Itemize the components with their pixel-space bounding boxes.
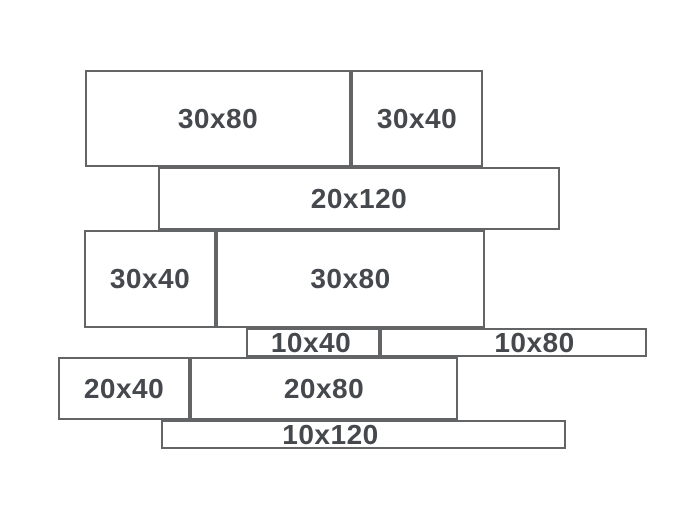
tile-10x40-5: 10x40 <box>246 328 380 357</box>
tile-label: 30x80 <box>310 263 391 294</box>
tile-30x40-1: 30x40 <box>351 70 483 167</box>
tile-10x80-6: 10x80 <box>380 328 647 357</box>
tile-20x80-8: 20x80 <box>190 357 458 420</box>
tile-label: 30x40 <box>376 102 458 134</box>
tile-label: 10x80 <box>494 326 575 358</box>
tile-label: 20x120 <box>310 182 408 214</box>
tile-30x40-3: 30x40 <box>84 230 216 328</box>
tile-30x80-4: 30x80 <box>216 230 485 328</box>
tile-10x120-9: 10x120 <box>161 420 566 449</box>
tile-label: 30x80 <box>177 102 259 134</box>
tile-30x80-0: 30x80 <box>85 70 351 167</box>
tile-20x40-7: 20x40 <box>58 357 190 420</box>
tile-label: 10x120 <box>282 418 379 450</box>
tile-label: 30x40 <box>109 263 191 294</box>
tile-label: 10x40 <box>270 326 352 358</box>
tile-20x120-2: 20x120 <box>158 167 560 230</box>
tile-label: 20x80 <box>283 372 365 404</box>
tile-label: 20x40 <box>83 372 165 404</box>
